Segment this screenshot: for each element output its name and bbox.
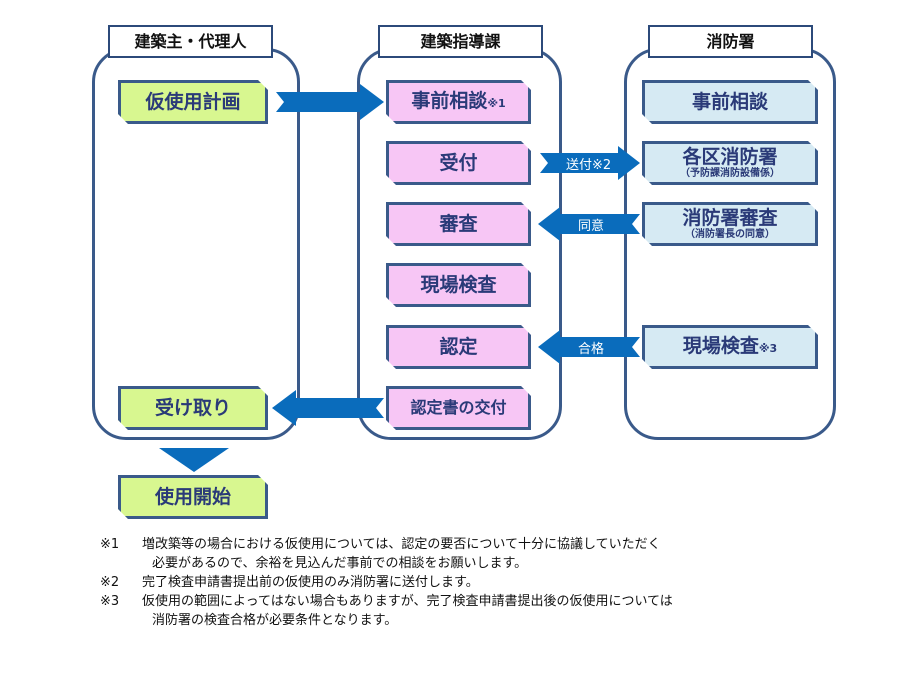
arrow-label-consent: 同意 — [578, 219, 605, 234]
box-review: 審査 — [386, 202, 531, 246]
footnote-text: 完了検査申請書提出前の仮使用のみ消防署に送付します。 — [142, 575, 479, 590]
arrow-down-to-start — [159, 448, 229, 472]
arrow-issue-to-receive — [272, 390, 384, 426]
box-acceptance: 受付 — [386, 141, 531, 185]
box-pre-consultation: 事前相談※1 — [386, 80, 531, 124]
footnote-mark: ※2 — [100, 575, 120, 590]
box-sublabel: （消防署長の同意） — [685, 229, 775, 240]
footnote-text: 増改築等の場合における仮使用については、認定の要否について十分に協議していただく — [142, 537, 661, 552]
box-label: 現場検査 — [682, 334, 759, 357]
box-label: 認定 — [439, 336, 478, 358]
box-receive: 受け取り — [118, 386, 268, 430]
box-temporary-use-plan: 仮使用計画 — [118, 80, 268, 124]
box-certificate-issue: 認定書の交付 — [386, 386, 531, 430]
arrow-consent — [538, 207, 640, 241]
note-mark: ※1 — [487, 96, 506, 110]
box-label: 仮使用計画 — [145, 91, 241, 113]
box-label: 事前相談 — [411, 89, 488, 112]
box-label: 受け取り — [154, 397, 231, 419]
note-mark: ※3 — [758, 341, 778, 355]
box-label: 事前相談 — [691, 91, 768, 113]
footnote-text-cont: 消防署の検査合格が必要条件となります。 — [152, 613, 398, 628]
footnote-text: 仮使用の範囲によってはない場合もありますが、完了検査申請書提出後の仮使用について… — [142, 594, 673, 609]
footnote-3: ※3 仮使用の範囲によってはない場合もありますが、完了検査申請書提出後の仮使用に… — [100, 592, 673, 611]
arrow-label-pass: 合格 — [578, 342, 605, 357]
lane-title-building-dept: 建築指導課 — [378, 25, 543, 58]
arrow-pass — [538, 330, 640, 364]
box-label: 使用開始 — [154, 486, 231, 508]
box-approval: 認定 — [386, 325, 531, 369]
arrow-label-send: 送付※2 — [566, 158, 612, 173]
box-label: 現場検査 — [420, 274, 497, 296]
box-sublabel: （予防課消防設備係） — [680, 168, 780, 179]
footnote-1: ※1 増改築等の場合における仮使用については、認定の要否について十分に協議してい… — [100, 535, 673, 554]
arrow-plan-to-consult — [276, 84, 384, 120]
footnote-mark: ※3 — [100, 594, 120, 609]
box-start-use: 使用開始 — [118, 475, 268, 519]
box-fire-pre-consultation: 事前相談 — [642, 80, 818, 124]
footnote-mark: ※1 — [100, 537, 120, 552]
footnote-text-cont: 必要があるので、余裕を見込んだ事前での相談をお願いします。 — [152, 556, 528, 571]
box-label: 各区消防署 — [682, 146, 778, 168]
box-fire-review: 消防署審査 （消防署長の同意） — [642, 202, 818, 246]
arrow-send — [540, 146, 640, 180]
box-label: 審査 — [439, 213, 478, 235]
lane-title-fire-dept: 消防署 — [648, 25, 813, 58]
footnote-2: ※2 完了検査申請書提出前の仮使用のみ消防署に送付します。 — [100, 573, 673, 592]
lane-title-owner: 建築主・代理人 — [108, 25, 273, 58]
footnotes: ※1 増改築等の場合における仮使用については、認定の要否について十分に協議してい… — [100, 535, 673, 630]
box-site-inspection: 現場検査 — [386, 263, 531, 307]
box-fire-site-inspection: 現場検査※3 — [642, 325, 818, 369]
box-label: 受付 — [439, 152, 478, 174]
box-label: 認定書の交付 — [410, 398, 507, 417]
box-ward-fire-station: 各区消防署 （予防課消防設備係） — [642, 141, 818, 185]
box-label: 消防署審査 — [682, 207, 778, 229]
